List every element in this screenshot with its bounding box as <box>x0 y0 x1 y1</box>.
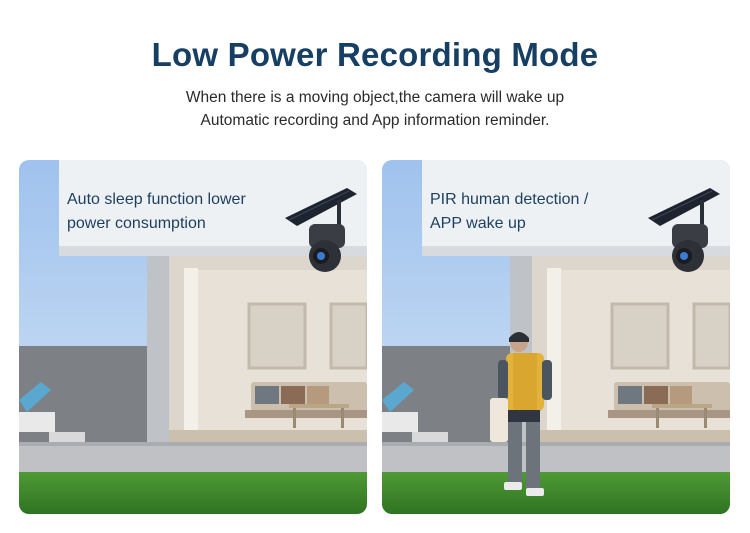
subtitle-line-1: When there is a moving object,the camera… <box>185 89 565 106</box>
subtitle-line-2: Automatic recording and App information … <box>200 112 550 129</box>
house-scene-illustration <box>19 160 367 514</box>
sleep-caption-line-2: power consumption <box>67 215 206 232</box>
sleep-caption-line-1: Auto sleep function lower <box>67 191 246 208</box>
person-figure <box>490 332 552 496</box>
house-scene-with-person-illustration <box>382 160 730 514</box>
pir-caption-line-1: PIR human detection / <box>430 191 589 208</box>
page-title: Low Power Recording Mode <box>151 36 599 73</box>
sleep-caption: Auto sleep function lower power consumpt… <box>67 188 246 236</box>
pir-caption-line-2: APP wake up <box>430 215 526 232</box>
pir-caption: PIR human detection / APP wake up <box>430 188 588 236</box>
pir-detection-panel: PIR human detection / APP wake up <box>382 160 730 514</box>
sleep-mode-panel: Auto sleep function lower power consumpt… <box>19 160 367 514</box>
